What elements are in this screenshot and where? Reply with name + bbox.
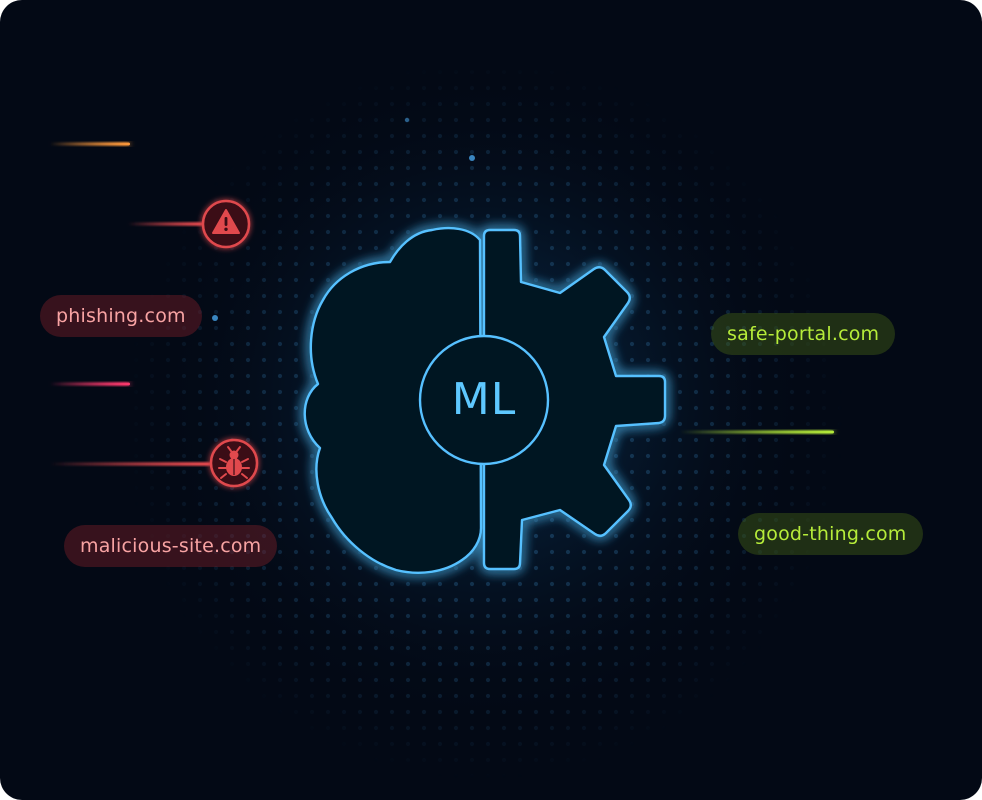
trail-line-bug xyxy=(50,462,212,466)
malicious-url-pill: phishing.com xyxy=(40,295,202,337)
brain-gear-outline xyxy=(303,226,667,574)
ml-core-circle xyxy=(418,334,550,466)
warning-icon xyxy=(201,199,251,249)
trail-line-pink xyxy=(50,382,130,386)
brain-half xyxy=(303,226,483,574)
safe-url-pill: good-thing.com xyxy=(738,513,923,555)
malicious-url-pill: malicious-site.com xyxy=(64,525,278,567)
trail-line-warning xyxy=(128,222,206,226)
trail-line-green xyxy=(680,430,834,434)
trail-line-orange xyxy=(50,142,130,146)
accent-dots xyxy=(212,117,475,321)
gear-half xyxy=(482,228,667,571)
ml-label: ML xyxy=(451,374,517,425)
bug-icon xyxy=(209,438,259,488)
safe-url-pill: safe-portal.com xyxy=(711,313,896,355)
